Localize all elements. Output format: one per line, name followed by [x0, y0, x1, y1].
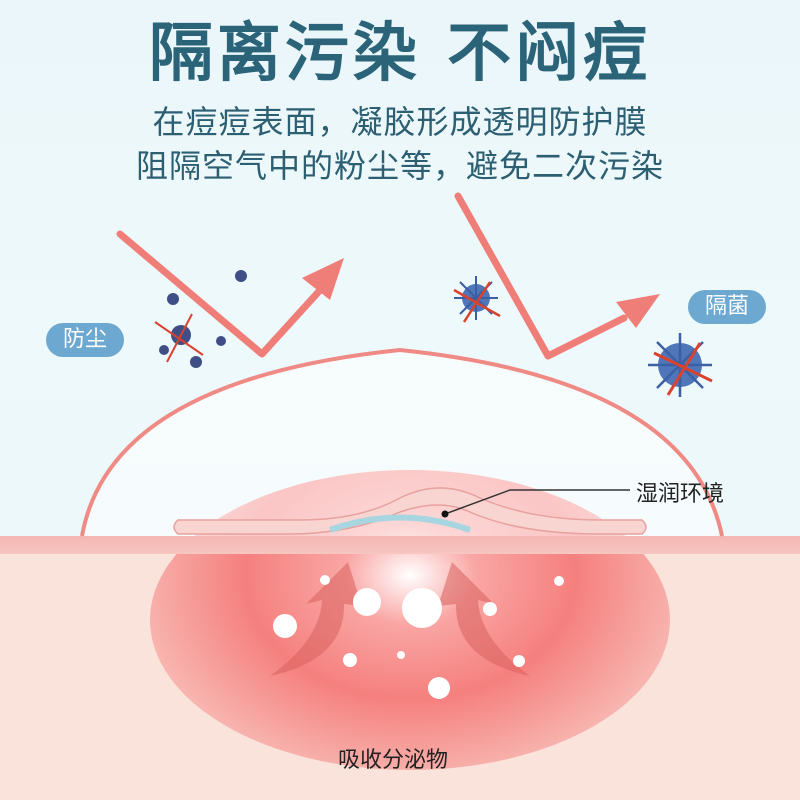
subtitle-line-1: 在痘痘表面，凝胶形成透明防护膜 [152, 103, 648, 141]
page-title: 隔离污染 不闷痘 [148, 17, 652, 91]
absorb-secretion-label: 吸收分泌物 [338, 748, 449, 773]
dust-deflect-arrow [116, 230, 326, 358]
moist-pointer-line [444, 489, 630, 515]
dust-proof-badge: 防尘 [46, 323, 124, 357]
dust-arrowhead-icon [302, 258, 344, 300]
absorb-arrow-right-icon [438, 562, 530, 676]
dust-cross-icon [154, 313, 204, 363]
subtitle: 在痘痘表面，凝胶形成透明防护膜 阻隔空气中的粉尘等，避免二次污染 [0, 100, 800, 188]
bacteria-arrowhead-icon [616, 294, 660, 328]
skin-surface [0, 536, 800, 554]
moist-environment-label: 湿润环境 [636, 482, 725, 507]
moist-pointer-dot [441, 510, 449, 518]
moist-layer [328, 514, 472, 533]
bacteria-barrier-badge: 隔菌 [688, 290, 766, 324]
virus-icon-large [648, 333, 713, 397]
hydrocolloid-patch [173, 487, 647, 535]
subtitle-line-2: 阻隔空气中的粉尘等，避免二次污染 [135, 147, 664, 185]
secretion-bubbles-icon [273, 575, 564, 699]
virus-icon-small [453, 276, 501, 323]
bacteria-deflect-arrow [454, 192, 628, 360]
absorb-arrow-left-icon [270, 562, 362, 676]
